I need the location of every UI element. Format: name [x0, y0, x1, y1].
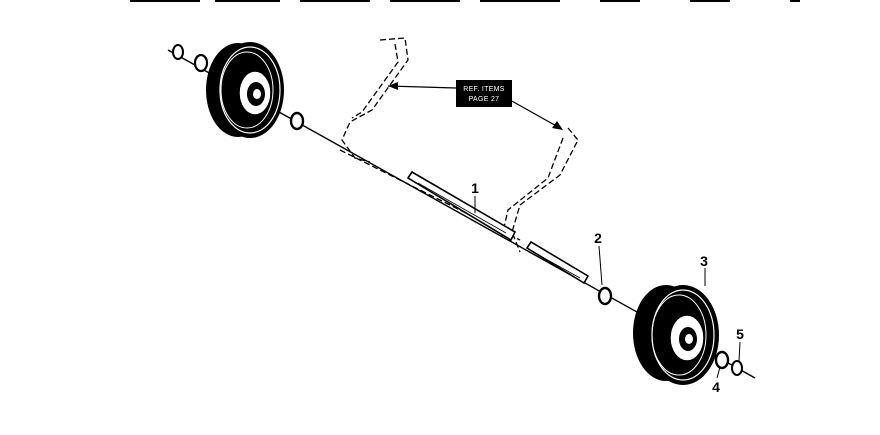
axle-shaft	[167, 49, 756, 379]
left-wheel-assembly	[172, 42, 305, 138]
ref-items-box	[456, 80, 512, 107]
callout-4: 4	[712, 379, 720, 395]
callout-5: 5	[736, 326, 744, 342]
axle-sleeve-left	[406, 170, 517, 242]
left-outer-washer-icon	[172, 44, 184, 60]
left-inner-washer-icon	[193, 53, 209, 73]
right-washer-icon	[714, 350, 730, 370]
callout-leaders	[474, 196, 741, 379]
callout-3: 3	[700, 253, 708, 269]
right-retainer-icon	[731, 360, 743, 376]
callout-2: 2	[594, 230, 602, 246]
right-wheel-assembly	[597, 285, 743, 385]
callout-1: 1	[471, 180, 479, 196]
handle-reference-outline	[339, 37, 579, 253]
axle-sleeve-right	[525, 240, 590, 285]
left-spacer-washer-icon	[289, 111, 305, 131]
ref-items-line1: REF. ITEMS	[463, 86, 505, 93]
right-spacer-washer-icon	[597, 286, 613, 306]
ref-items-line2: PAGE 27	[469, 96, 500, 103]
ref-items-callout: REF. ITEMS PAGE 27	[387, 80, 563, 130]
